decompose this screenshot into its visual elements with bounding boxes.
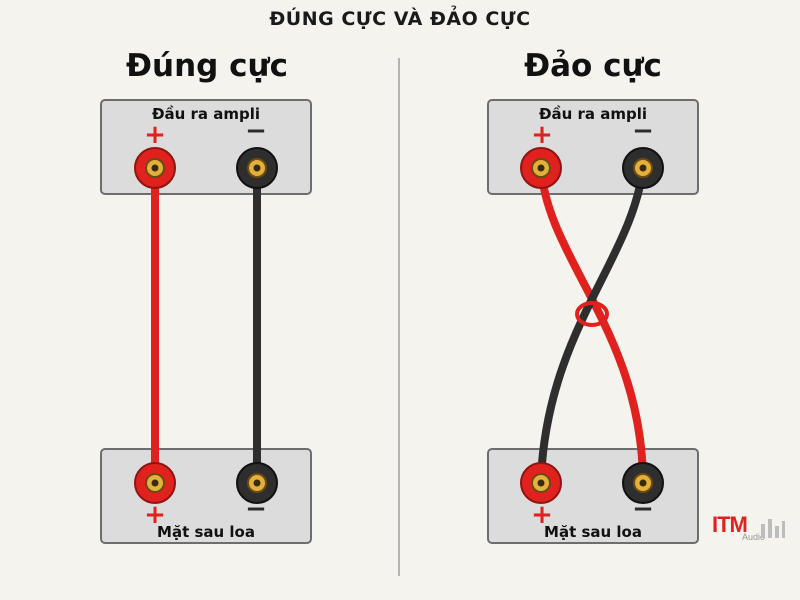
amp-plus-sign-reversed: + <box>531 120 553 150</box>
speaker-back-label: Mặt sau loa <box>544 523 642 541</box>
amp-output-box-correct: Đầu ra ampli <box>100 99 312 195</box>
brand-logo-sub: Audio <box>742 532 766 542</box>
panel-title-correct: Đúng cực <box>126 48 288 84</box>
amp-minus-sign-reversed: − <box>632 116 654 146</box>
terminal-positive <box>134 147 176 189</box>
speaker-plus-sign-correct: + <box>144 500 166 530</box>
wire-cross-knot <box>575 301 609 327</box>
amp-minus-sign-correct: − <box>245 116 267 146</box>
terminal-positive <box>520 147 562 189</box>
terminal-positive <box>520 462 562 504</box>
speaker-back-box-reversed: Mặt sau loa <box>487 448 699 544</box>
terminal-negative <box>236 462 278 504</box>
panel-title-reversed: Đảo cực <box>524 48 662 84</box>
terminal-negative <box>622 462 664 504</box>
terminal-positive <box>134 462 176 504</box>
speaker-back-box-correct: Mặt sau loa <box>100 448 312 544</box>
page-title: ĐÚNG CỰC VÀ ĐẢO CỰC <box>269 8 531 30</box>
amp-output-box-reversed: Đầu ra ampli <box>487 99 699 195</box>
amp-plus-sign-correct: + <box>144 120 166 150</box>
speaker-plus-sign-reversed: + <box>531 500 553 530</box>
speaker-back-label: Mặt sau loa <box>157 523 255 541</box>
amp-output-label: Đầu ra ampli <box>151 105 261 123</box>
brand-logo: ITM <box>712 512 748 537</box>
center-divider <box>398 58 400 576</box>
amp-output-label: Đầu ra ampli <box>538 105 648 123</box>
terminal-negative <box>236 147 278 189</box>
equalizer-icon <box>761 519 785 538</box>
terminal-negative <box>622 147 664 189</box>
